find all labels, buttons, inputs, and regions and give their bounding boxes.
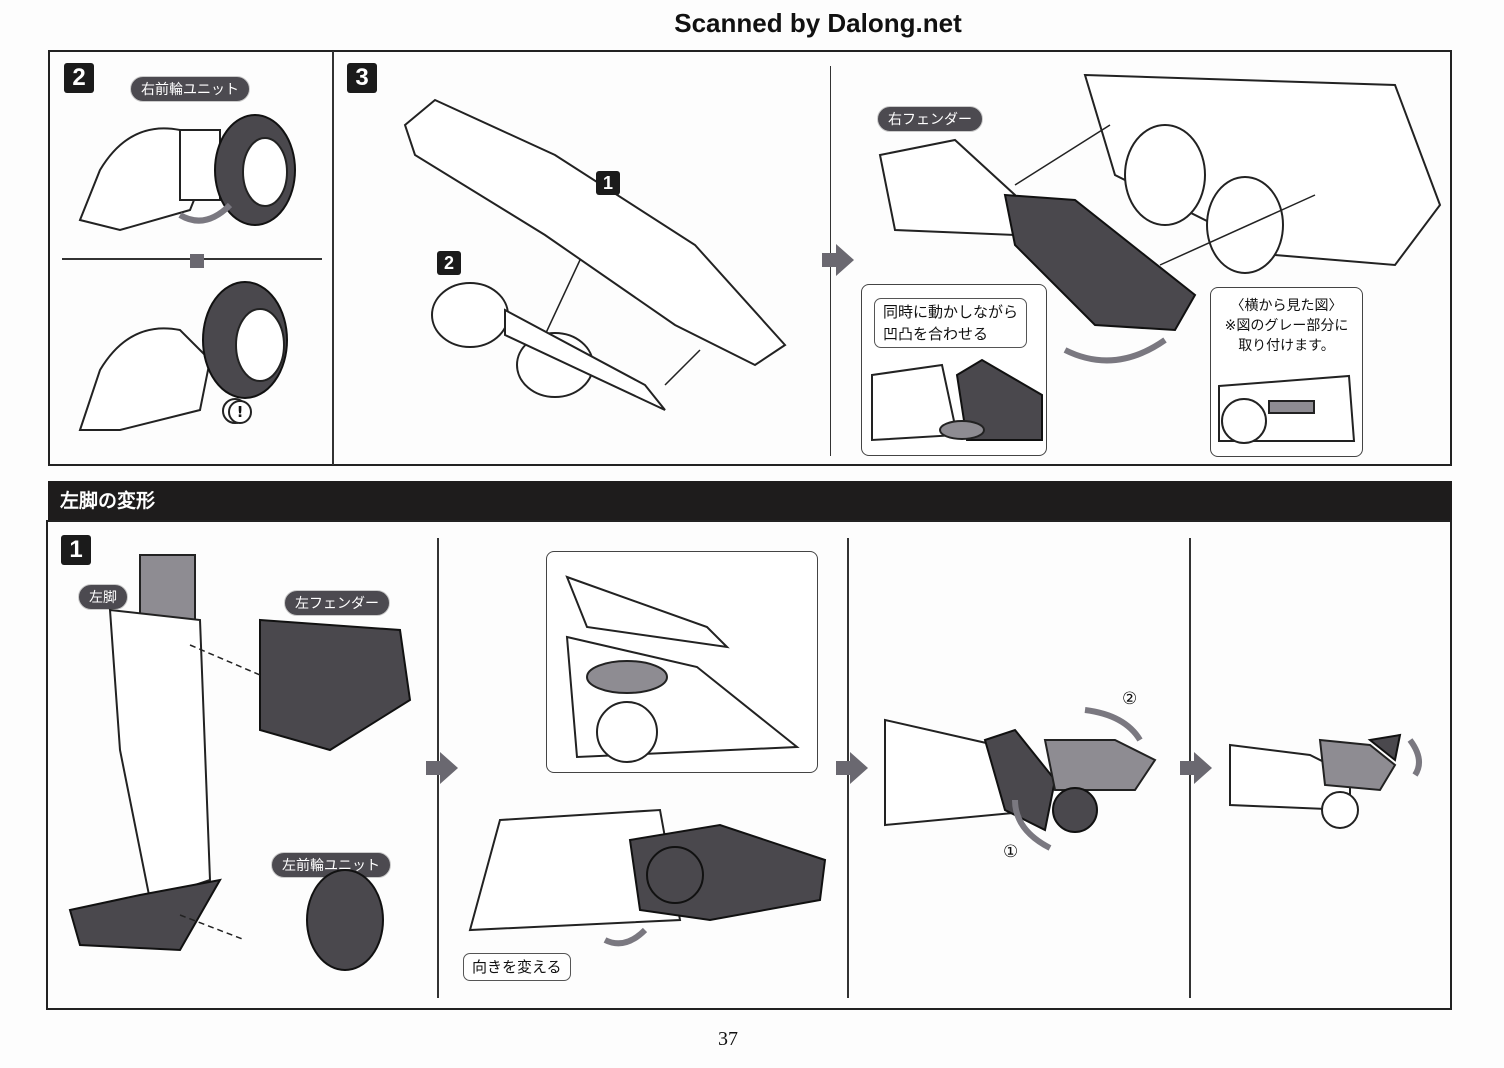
section-title: 左脚の変形 (48, 481, 1452, 521)
top-steps-frame (48, 50, 1452, 466)
left-leg-illustration (68, 554, 412, 971)
rotation-marker-1: ① (1003, 842, 1019, 862)
part-label-left-leg: 左脚 (78, 584, 128, 610)
sub-step-marker: 1 (596, 171, 620, 195)
next-step-arrow-icon (426, 761, 440, 775)
next-step-arrow-icon (1194, 752, 1212, 784)
closeup-illustration (565, 575, 800, 763)
side-view-title: 〈横から見た図〉 (1230, 298, 1343, 314)
right-wheel-unit-illustration (78, 114, 296, 232)
next-step-arrow-icon (1180, 761, 1194, 775)
right-fender-attach-illustration (878, 73, 1442, 364)
rotation-marker-2: ② (1122, 689, 1138, 709)
part-label-left-fender: 左フェンダー (284, 590, 390, 616)
next-step-arrow-icon (850, 752, 868, 784)
callout-closeup (546, 551, 818, 773)
side-view-illustration (1218, 374, 1356, 444)
next-step-arrow-icon (822, 253, 836, 267)
page-number: 37 (718, 1028, 738, 1050)
instruction-line: 同時に動かしながら (883, 303, 1019, 321)
fender-rotation-illustration (884, 707, 1157, 851)
right-wheel-folded-illustration (78, 281, 288, 431)
instruction-change-direction: 向きを変える (463, 953, 571, 981)
next-step-arrow-icon (836, 761, 850, 775)
next-step-arrow-icon (836, 244, 854, 276)
side-view-note: 取り付けます。 (1238, 338, 1335, 354)
step-number: 3 (347, 63, 377, 93)
panel-divider (332, 51, 334, 465)
leg-assembly-illustration (403, 98, 787, 411)
engagement-detail-illustration (871, 358, 1043, 442)
scan-watermark-title: Scanned by Dalong.net (674, 8, 962, 38)
callout-side-view: 〈横から見た図〉 ※図のグレー部分に 取り付けます。 (1210, 287, 1363, 457)
down-arrow-icon (190, 254, 204, 268)
instruction-line: 凹凸を合わせる (883, 325, 989, 343)
part-label-right-fender: 右フェンダー (877, 106, 983, 132)
instruction-text: 同時に動かしながら 凹凸を合わせる (874, 298, 1028, 348)
leg-folding-illustration (468, 808, 827, 947)
part-label-right-front-wheel-unit: 右前輪ユニット (130, 76, 250, 102)
side-view-note: ※図のグレー部分に (1224, 318, 1349, 334)
next-step-arrow-icon (440, 752, 458, 784)
step-number: 2 (64, 63, 94, 93)
sub-step-marker: 2 (437, 251, 461, 275)
folded-fender-illustration (1229, 733, 1422, 829)
step-number: 1 (61, 535, 91, 565)
warning-icon: ! (228, 400, 252, 424)
bottom-steps-frame (46, 520, 1452, 1010)
